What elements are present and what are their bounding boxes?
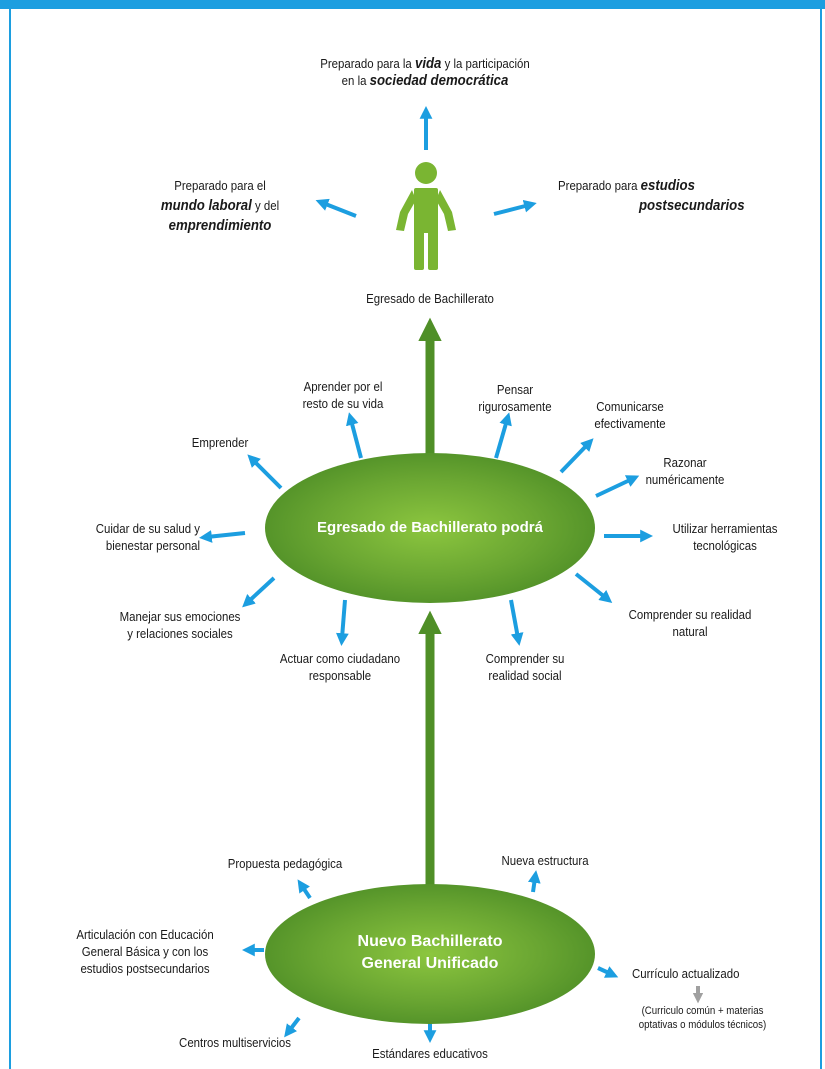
pensar-line-1: Pensar (496, 382, 534, 397)
mundo-laboral-text-1: Preparado para el (174, 178, 266, 193)
label-aprender: Aprender por el resto de su vida (277, 378, 409, 412)
arrow-curriculo (597, 966, 619, 978)
arrow-propuesta (297, 879, 312, 900)
label-vida: Preparado para la vida y la participació… (293, 55, 557, 89)
graduate-person-icon (396, 162, 456, 270)
manejar-line-1: Manejar sus emociones (119, 609, 241, 624)
aprender-line-1: Aprender por el (303, 379, 383, 394)
label-curriculo-note: (Curriculo común + materias optativas o … (626, 1004, 780, 1032)
utilizar-line-2: tecnológicas (693, 538, 757, 553)
graduate-label: Egresado de Bachillerato (366, 291, 494, 306)
sociedad-emphasis: sociedad democrática (369, 72, 509, 89)
estudios-text: Preparado para (558, 178, 641, 193)
vida-text-1: Preparado para la (320, 56, 415, 71)
utilizar-line-1: Utilizar herramientas (672, 521, 778, 536)
label-pensar: Pensar rigurosamente (453, 381, 576, 415)
curriculo-note-line-2: optativas o módulos técnicos) (638, 1019, 767, 1031)
arrow-to-mundo-laboral (315, 198, 357, 218)
mundo-laboral-text-2: y del (251, 198, 280, 213)
arrow-comprender-natural (574, 572, 613, 603)
comprender-natural-line-1: Comprender su realidad (628, 607, 752, 622)
label-comunicarse: Comunicarse efectivamente (568, 398, 691, 432)
comunicarse-line-2: efectivamente (594, 416, 666, 431)
label-nueva-estructura: Nueva estructura (501, 853, 589, 868)
label-manejar: Manejar sus emociones y relaciones socia… (110, 608, 251, 642)
comprender-social-line-1: Comprender su (485, 651, 565, 666)
bottom-ellipse-line-2: General Unificado (361, 955, 499, 972)
bottom-ellipse-label: Nuevo Bachillerato General Unificado (330, 931, 530, 975)
razonar-line-2: numéricamente (645, 472, 725, 487)
label-cuidar: Cuidar de su salud y bienestar personal (59, 520, 200, 554)
label-comprender-social: Comprender su realidad social (468, 650, 582, 684)
mundo-laboral-emphasis: mundo laboral (160, 197, 252, 214)
vida-text-2: y la participación (441, 56, 530, 71)
label-curriculo: Currículo actualizado (632, 966, 740, 981)
arrow-nueva-estructura (527, 870, 541, 893)
arrow-comprender-social (509, 599, 524, 646)
arrow-centros (284, 1016, 301, 1038)
cuidar-line-2: bienestar personal (105, 538, 200, 553)
pensar-line-2: rigurosamente (478, 399, 552, 414)
label-articulacion: Articulación con Educación General Básic… (57, 926, 233, 977)
arrow-cuidar (199, 530, 246, 543)
comprender-social-line-2: realidad social (488, 668, 562, 683)
arrow-to-estudios (493, 199, 537, 216)
arrow-pensar (494, 412, 512, 459)
label-centros: Centros multiservicios (179, 1035, 291, 1050)
label-estandares: Estándares educativos (372, 1046, 488, 1061)
razonar-line-1: Razonar (663, 455, 707, 470)
top-accent-bar (0, 0, 825, 9)
manejar-line-2: y relaciones sociales (127, 626, 233, 641)
label-estudios: Preparado para estudios postsecundarios (558, 176, 745, 216)
estudios-emphasis: estudios (640, 177, 695, 194)
arrow-manejar (242, 576, 276, 608)
comprender-natural-line-2: natural (672, 624, 708, 639)
label-propuesta: Propuesta pedagógica (227, 856, 343, 871)
arrow-emprender (247, 454, 283, 490)
arrow-aprender (346, 412, 363, 459)
page-frame (9, 9, 822, 1069)
center-ellipse-label: Egresado de Bachillerato podrá (317, 519, 543, 536)
postsecundarios-emphasis: postsecundarios (638, 197, 745, 214)
label-utilizar: Utilizar herramientas tecnológicas (650, 520, 800, 554)
sociedad-text: en la (341, 73, 370, 88)
articulacion-line-3: estudios postsecundarios (80, 961, 210, 976)
curriculo-note-line-1: (Curriculo común + materias (641, 1005, 764, 1017)
vida-emphasis: vida (414, 55, 442, 72)
center-ellipse (265, 453, 595, 603)
arrow-comunicarse (559, 438, 594, 474)
actuar-line-1: Actuar como ciudadano (279, 651, 401, 666)
aprender-line-2: resto de su vida (302, 396, 384, 411)
bottom-ellipse (265, 884, 595, 1024)
label-emprender: Emprender (191, 435, 249, 450)
label-actuar: Actuar como ciudadano responsable (265, 650, 415, 684)
arrow-razonar (595, 475, 640, 498)
cuidar-line-1: Cuidar de su salud y (95, 521, 200, 536)
bottom-ellipse-line-1: Nuevo Bachillerato (357, 933, 503, 950)
actuar-line-2: responsable (308, 668, 372, 683)
label-razonar: Razonar numéricamente (628, 454, 742, 488)
comunicarse-line-1: Comunicarse (596, 399, 664, 414)
label-comprender-natural: Comprender su realidad natural (611, 606, 769, 640)
label-mundo-laboral: Preparado para el mundo laboral y del em… (128, 176, 313, 236)
emprendimiento-emphasis: emprendimiento (168, 217, 272, 234)
articulacion-line-2: General Básica y con los (81, 944, 209, 959)
articulacion-line-1: Articulación con Educación (76, 927, 214, 942)
arrow-actuar (335, 599, 349, 646)
